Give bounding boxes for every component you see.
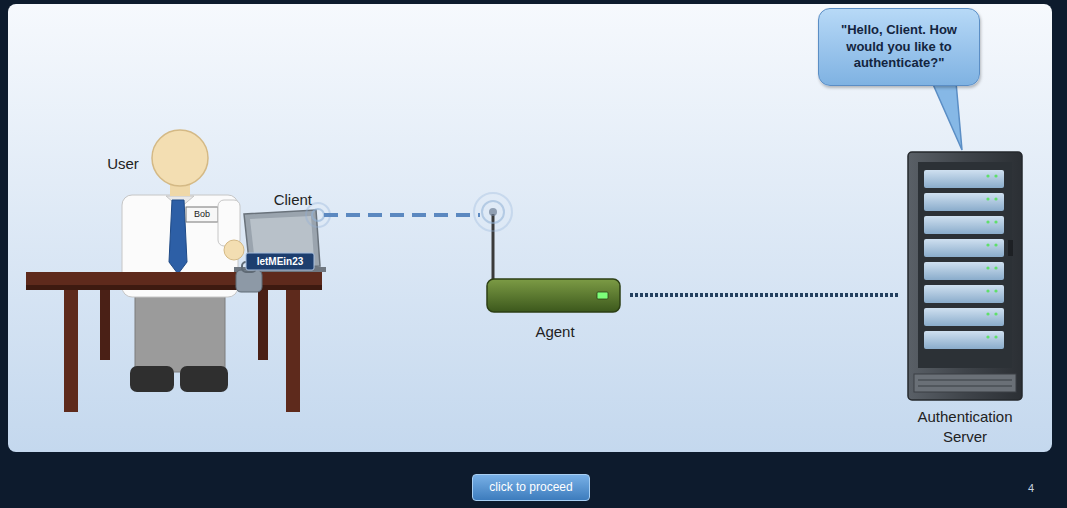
server-led: [994, 174, 997, 177]
bottom-bar: [0, 454, 1067, 508]
desk: [26, 272, 322, 286]
wired-link: [630, 293, 898, 297]
router: [474, 193, 620, 312]
server-slot: [924, 285, 1004, 303]
authentication-server: Authentication Server: [898, 148, 1032, 448]
server-rack: [908, 152, 1022, 400]
server-led: [994, 266, 997, 269]
server-led: [994, 197, 997, 200]
server-led: [986, 220, 989, 223]
server-slot: [924, 239, 1004, 257]
server-slot: [924, 170, 1004, 188]
router: [487, 279, 620, 312]
user-label: User: [98, 154, 148, 174]
server-slot: [924, 331, 1004, 349]
user-arm: [218, 200, 240, 246]
laptop: [312, 209, 324, 221]
node-text: "Hello, Client. How would you like to au…: [827, 22, 971, 73]
user-figure: [130, 366, 174, 392]
server-led: [986, 266, 989, 269]
router: [597, 292, 608, 299]
bubble-tail: [932, 82, 962, 150]
laptop: [244, 210, 320, 270]
server-slot: [924, 193, 1004, 211]
server-rack: [908, 152, 1022, 400]
node-text: Client: [236, 190, 312, 210]
server-led: [986, 335, 989, 338]
server-led: [986, 289, 989, 292]
desk: [100, 288, 110, 360]
proceed-button: click to proceed: [472, 474, 590, 501]
server-led: [994, 289, 997, 292]
server-rack: [918, 379, 1012, 381]
server-rack: [1008, 240, 1013, 256]
user-arm: [224, 240, 244, 260]
user-figure: [180, 366, 228, 392]
router: [489, 208, 497, 216]
server-rack: [914, 374, 1016, 392]
desk: [286, 288, 300, 412]
router: [474, 193, 512, 231]
desk: [26, 285, 322, 290]
server-slot: [924, 262, 1004, 280]
user-figure: [135, 288, 225, 372]
desk: [26, 272, 322, 412]
node-text: click to proceed: [479, 480, 583, 496]
server-slot: [924, 308, 1004, 326]
server-led: [986, 174, 989, 177]
user-arm: [218, 200, 262, 292]
server-led: [994, 243, 997, 246]
server-rack: [918, 385, 1012, 387]
password-card-text: letMEin23: [246, 254, 314, 269]
name-tag: Bob: [186, 208, 218, 221]
server-rack: [918, 162, 1012, 368]
node-text: Authentication Server: [900, 407, 1030, 446]
user-arm: [236, 270, 262, 292]
server-led: [994, 220, 997, 223]
desk: [258, 288, 268, 360]
agent-router: Agent: [480, 188, 630, 344]
slide-panel: [8, 4, 1052, 452]
server-led: [994, 312, 997, 315]
slide-number: 4: [1016, 480, 1046, 496]
wireless-link: [324, 213, 480, 217]
server-led: [986, 312, 989, 315]
server-led: [994, 335, 997, 338]
router: [482, 201, 504, 223]
user-figure: [152, 130, 208, 186]
password-card: [246, 253, 314, 270]
user-figure: [122, 130, 238, 392]
user-figure: [186, 207, 218, 222]
server-led: [986, 174, 997, 338]
server-slot: [924, 170, 1004, 349]
laptop: [234, 203, 330, 272]
node-text: Agent: [480, 322, 630, 342]
server-led: [986, 243, 989, 246]
speech-bubble: "Hello, Client. How would you like to au…: [818, 8, 980, 86]
desk: [64, 288, 78, 412]
server-slot: [924, 216, 1004, 234]
server-led: [986, 197, 989, 200]
user-figure: [169, 200, 187, 274]
